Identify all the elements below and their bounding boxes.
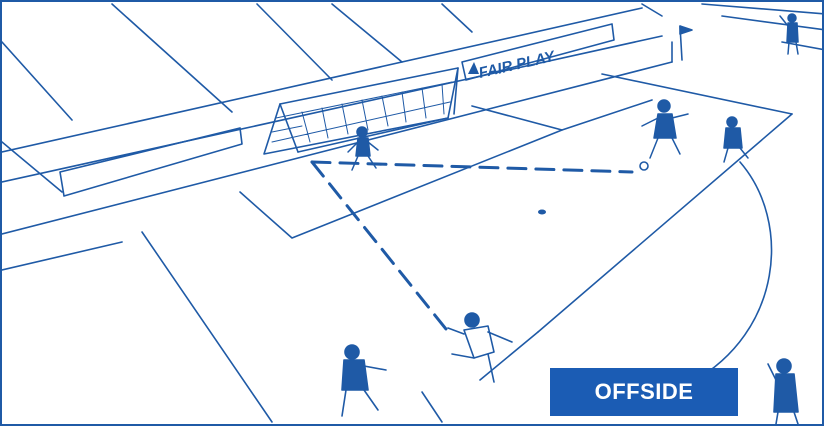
ball-icon <box>640 162 648 170</box>
linesman-figure <box>780 14 798 54</box>
corner-flag-icon <box>680 26 692 60</box>
advertising-board <box>2 8 672 234</box>
penalty-spot <box>538 210 546 215</box>
offside-badge: OFFSIDE <box>550 368 738 416</box>
referee-figure <box>768 359 798 424</box>
pitch-markings <box>2 42 824 422</box>
fair-play-banner-text: FAIR PLAY <box>477 48 558 82</box>
kicker-figure <box>448 313 512 382</box>
pass-trajectory <box>312 162 632 334</box>
attacker-figure-right <box>642 100 688 158</box>
defender-figure-left <box>342 345 386 416</box>
